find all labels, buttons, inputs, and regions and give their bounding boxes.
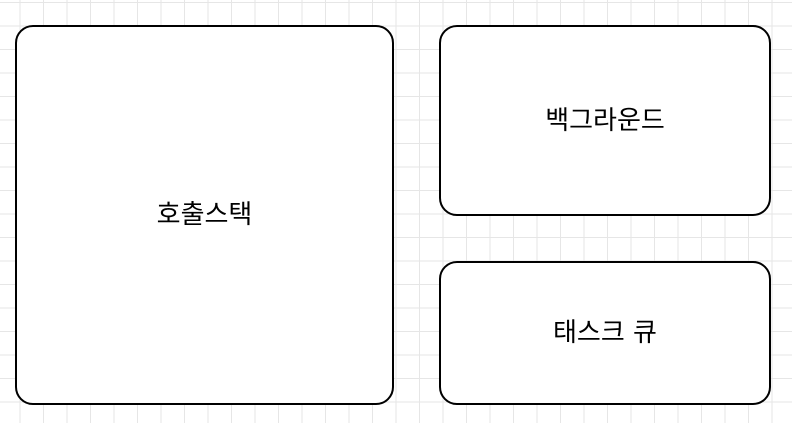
background-box[interactable]: 백그라운드: [439, 25, 771, 216]
call-stack-box[interactable]: 호출스택: [15, 25, 394, 405]
task-queue-label: 태스크 큐: [553, 318, 657, 348]
call-stack-label: 호출스택: [156, 200, 253, 230]
task-queue-box[interactable]: 태스크 큐: [439, 261, 771, 405]
background-label: 백그라운드: [545, 105, 665, 136]
